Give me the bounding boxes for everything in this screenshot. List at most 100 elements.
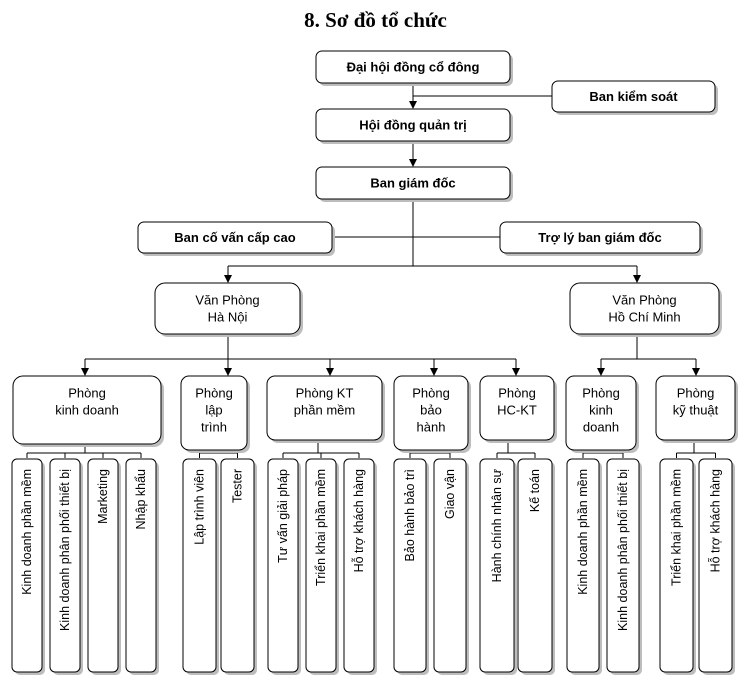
unit-box-3-frame: [125, 458, 157, 673]
unit-box-10-label: Giao vận: [443, 469, 457, 519]
node-pkd2-label: doanh: [583, 420, 619, 435]
unit-box-9-frame: [393, 458, 427, 673]
node-tlbgd: Trợ lý ban giám đốc: [499, 221, 703, 256]
node-pkt: Phòng KT phần mềm: [266, 375, 385, 443]
node-tlbgd-label: Trợ lý ban giám đốc: [538, 230, 661, 245]
node-pbh: Phòng bảo hành: [393, 375, 471, 453]
page-title: 8. Sơ đồ tổ chức: [304, 8, 447, 32]
node-phc-label: Phòng: [498, 386, 536, 401]
node-bgd-frame: [315, 166, 511, 200]
unit-box-15-label: Triển khai phần mềm: [670, 469, 684, 586]
unit-box-11-frame: [479, 458, 515, 673]
node-pkt-label: phần mềm: [294, 403, 355, 418]
unit-box-13-label: Kinh doanh phần mềm: [576, 469, 590, 595]
node-pkd2-frame: [565, 375, 637, 451]
node-pkyt-label: Phòng: [677, 386, 715, 401]
node-bks-label: Ban kiểm soát: [589, 89, 678, 104]
node-pbh-label: hành: [417, 420, 446, 435]
node-dhdcd-frame: [315, 50, 511, 84]
unit-box-8-label: Hỗ trợ khách hàng: [351, 469, 366, 572]
unit-box-11: Hành chính nhân sự: [479, 458, 517, 675]
unit-box-2-frame: [87, 458, 119, 673]
node-plt-label: lập: [205, 403, 222, 418]
unit-box-0: Kinh doanh phần mềm: [11, 458, 45, 675]
unit-box-12: Kế toán: [517, 458, 555, 675]
unit-box-5: Tester: [220, 458, 257, 675]
unit-box-12-label: Kế toán: [528, 469, 542, 512]
unit-box-9-label: Bảo hành bảo trì: [403, 469, 417, 561]
node-pbh-label: bảo: [420, 403, 442, 418]
unit-box-6-frame: [267, 458, 299, 673]
unit-box-0-label: Kinh doanh phần mềm: [20, 469, 34, 595]
unit-box-14: Kinh doanh phân phối thiết bị: [606, 458, 642, 675]
node-tlbgd-frame: [499, 221, 701, 254]
node-pkd: Phòng kinh doanh: [12, 375, 164, 447]
node-vphcm: Văn Phòng Hồ Chí Minh: [569, 282, 722, 337]
unit-box-16: Hỗ trợ khách hàng: [698, 458, 735, 675]
unit-box-4: Lập trình viên: [182, 458, 219, 675]
unit-box-0-frame: [11, 458, 43, 673]
unit-box-14-label: Kinh doanh phân phối thiết bị: [616, 469, 630, 631]
node-bks: Ban kiểm soát: [551, 80, 718, 115]
node-dhdcd-label: Đại hội đồng cổ đông: [347, 60, 480, 75]
node-bcv: Ban cố vấn cấp cao: [137, 221, 335, 256]
node-dhdcd: Đại hội đồng cổ đông: [315, 50, 513, 86]
node-pkd-label: Phòng: [68, 386, 106, 401]
unit-box-16-frame: [698, 458, 733, 673]
node-bgd: Ban giám đốc: [315, 166, 513, 202]
node-pbh-label: Phòng: [412, 386, 450, 401]
node-pbh-frame: [393, 375, 469, 451]
node-vphcm-label: Văn Phòng: [612, 293, 676, 308]
unit-box-3-label: Nhập khẩu: [134, 469, 148, 530]
unit-box-10: Giao vận: [433, 458, 469, 675]
unit-box-8: Hỗ trợ khách hàng: [343, 458, 377, 675]
unit-box-14-frame: [606, 458, 640, 673]
node-bcv-label: Ban cố vấn cấp cao: [174, 230, 295, 245]
node-vphn-frame: [154, 282, 301, 335]
node-vphcm-frame: [569, 282, 720, 335]
node-vphcm-label: Hồ Chí Minh: [608, 310, 680, 325]
node-bcv-frame: [137, 221, 333, 254]
unit-box-2: Marketing: [87, 458, 121, 675]
unit-box-8-frame: [343, 458, 375, 673]
node-phc-label: HC-KT: [497, 403, 537, 418]
unit-box-7-label: Triển khai phần mềm: [314, 469, 328, 586]
node-pkyt-frame: [655, 375, 736, 441]
unit-box-9: Bảo hành bảo trì: [393, 458, 429, 675]
node-hdqt: Hội đồng quản trị: [315, 108, 513, 144]
node-pkt-label: Phòng KT: [296, 386, 354, 401]
unit-box-5-label: Tester: [231, 469, 245, 503]
unit-box-2-label: Marketing: [96, 469, 110, 524]
node-phc-frame: [479, 375, 555, 441]
node-bks-frame: [551, 80, 716, 113]
node-bgd-label: Ban giám đốc: [370, 176, 455, 191]
unit-box-13-frame: [566, 458, 600, 673]
unit-box-4-label: Lập trình viên: [193, 469, 207, 545]
unit-box-13: Kinh doanh phần mềm: [566, 458, 602, 675]
node-pkd-label: kinh doanh: [55, 403, 119, 418]
unit-box-1-frame: [49, 458, 81, 673]
unit-box-3: Nhập khẩu: [125, 458, 159, 675]
unit-box-15-frame: [659, 458, 694, 673]
unit-box-11-label: Hành chính nhân sự: [490, 469, 504, 582]
unit-box-7: Triển khai phần mềm: [305, 458, 339, 675]
node-hdqt-label: Hội đồng quản trị: [359, 118, 467, 133]
node-pkd2-label: Phòng: [582, 386, 620, 401]
unit-box-15: Triển khai phần mềm: [659, 458, 696, 675]
unit-box-16-label: Hỗ trợ khách hàng: [708, 469, 723, 572]
node-vphn-label: Hà Nội: [208, 310, 248, 325]
node-plt-label: Phòng: [195, 386, 233, 401]
unit-box-1-label: Kinh doanh phân phối thiết bị: [58, 469, 72, 631]
node-pkd2-label: kinh: [589, 403, 613, 418]
unit-box-7-frame: [305, 458, 337, 673]
unit-box-6-label: Tư vấn giải pháp: [276, 469, 290, 563]
unit-box-1: Kinh doanh phân phối thiết bị: [49, 458, 83, 675]
unit-box-5-frame: [220, 458, 255, 673]
node-pkd-frame: [12, 375, 162, 445]
node-hdqt-frame: [315, 108, 511, 142]
unit-box-10-frame: [433, 458, 467, 673]
